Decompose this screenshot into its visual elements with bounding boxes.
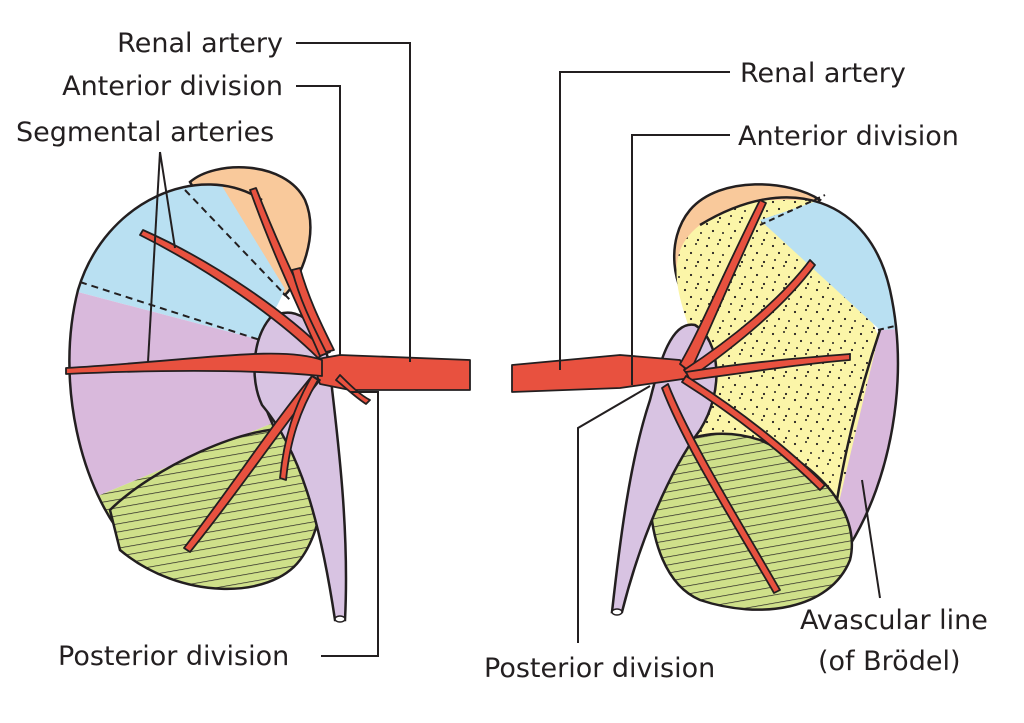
leader-lines xyxy=(147,42,881,657)
right-renal-artery-tree xyxy=(511,199,851,594)
left-renal-artery-label: Renal artery xyxy=(117,28,283,59)
right-posterior-division-label: Posterior division xyxy=(484,653,715,684)
left-anterior-division-label: Anterior division xyxy=(62,71,283,102)
right-kidney xyxy=(511,183,900,616)
avascular-line-sublabel: (of Brödel) xyxy=(818,646,960,677)
avascular-line-label: Avascular line xyxy=(800,605,988,636)
right-lower-pole xyxy=(647,432,854,611)
left-renal-artery-tree xyxy=(65,187,471,553)
left-kidney xyxy=(65,166,471,623)
left-segmental-arteries-label: Segmental arteries xyxy=(16,117,274,148)
left-middle-segment xyxy=(69,282,280,520)
right-renal-artery-label: Renal artery xyxy=(740,58,906,89)
labels: Renal artery Anterior division Segmental… xyxy=(16,28,988,684)
right-anterior-division-label: Anterior division xyxy=(738,121,959,152)
left-posterior-division-label: Posterior division xyxy=(58,641,289,672)
